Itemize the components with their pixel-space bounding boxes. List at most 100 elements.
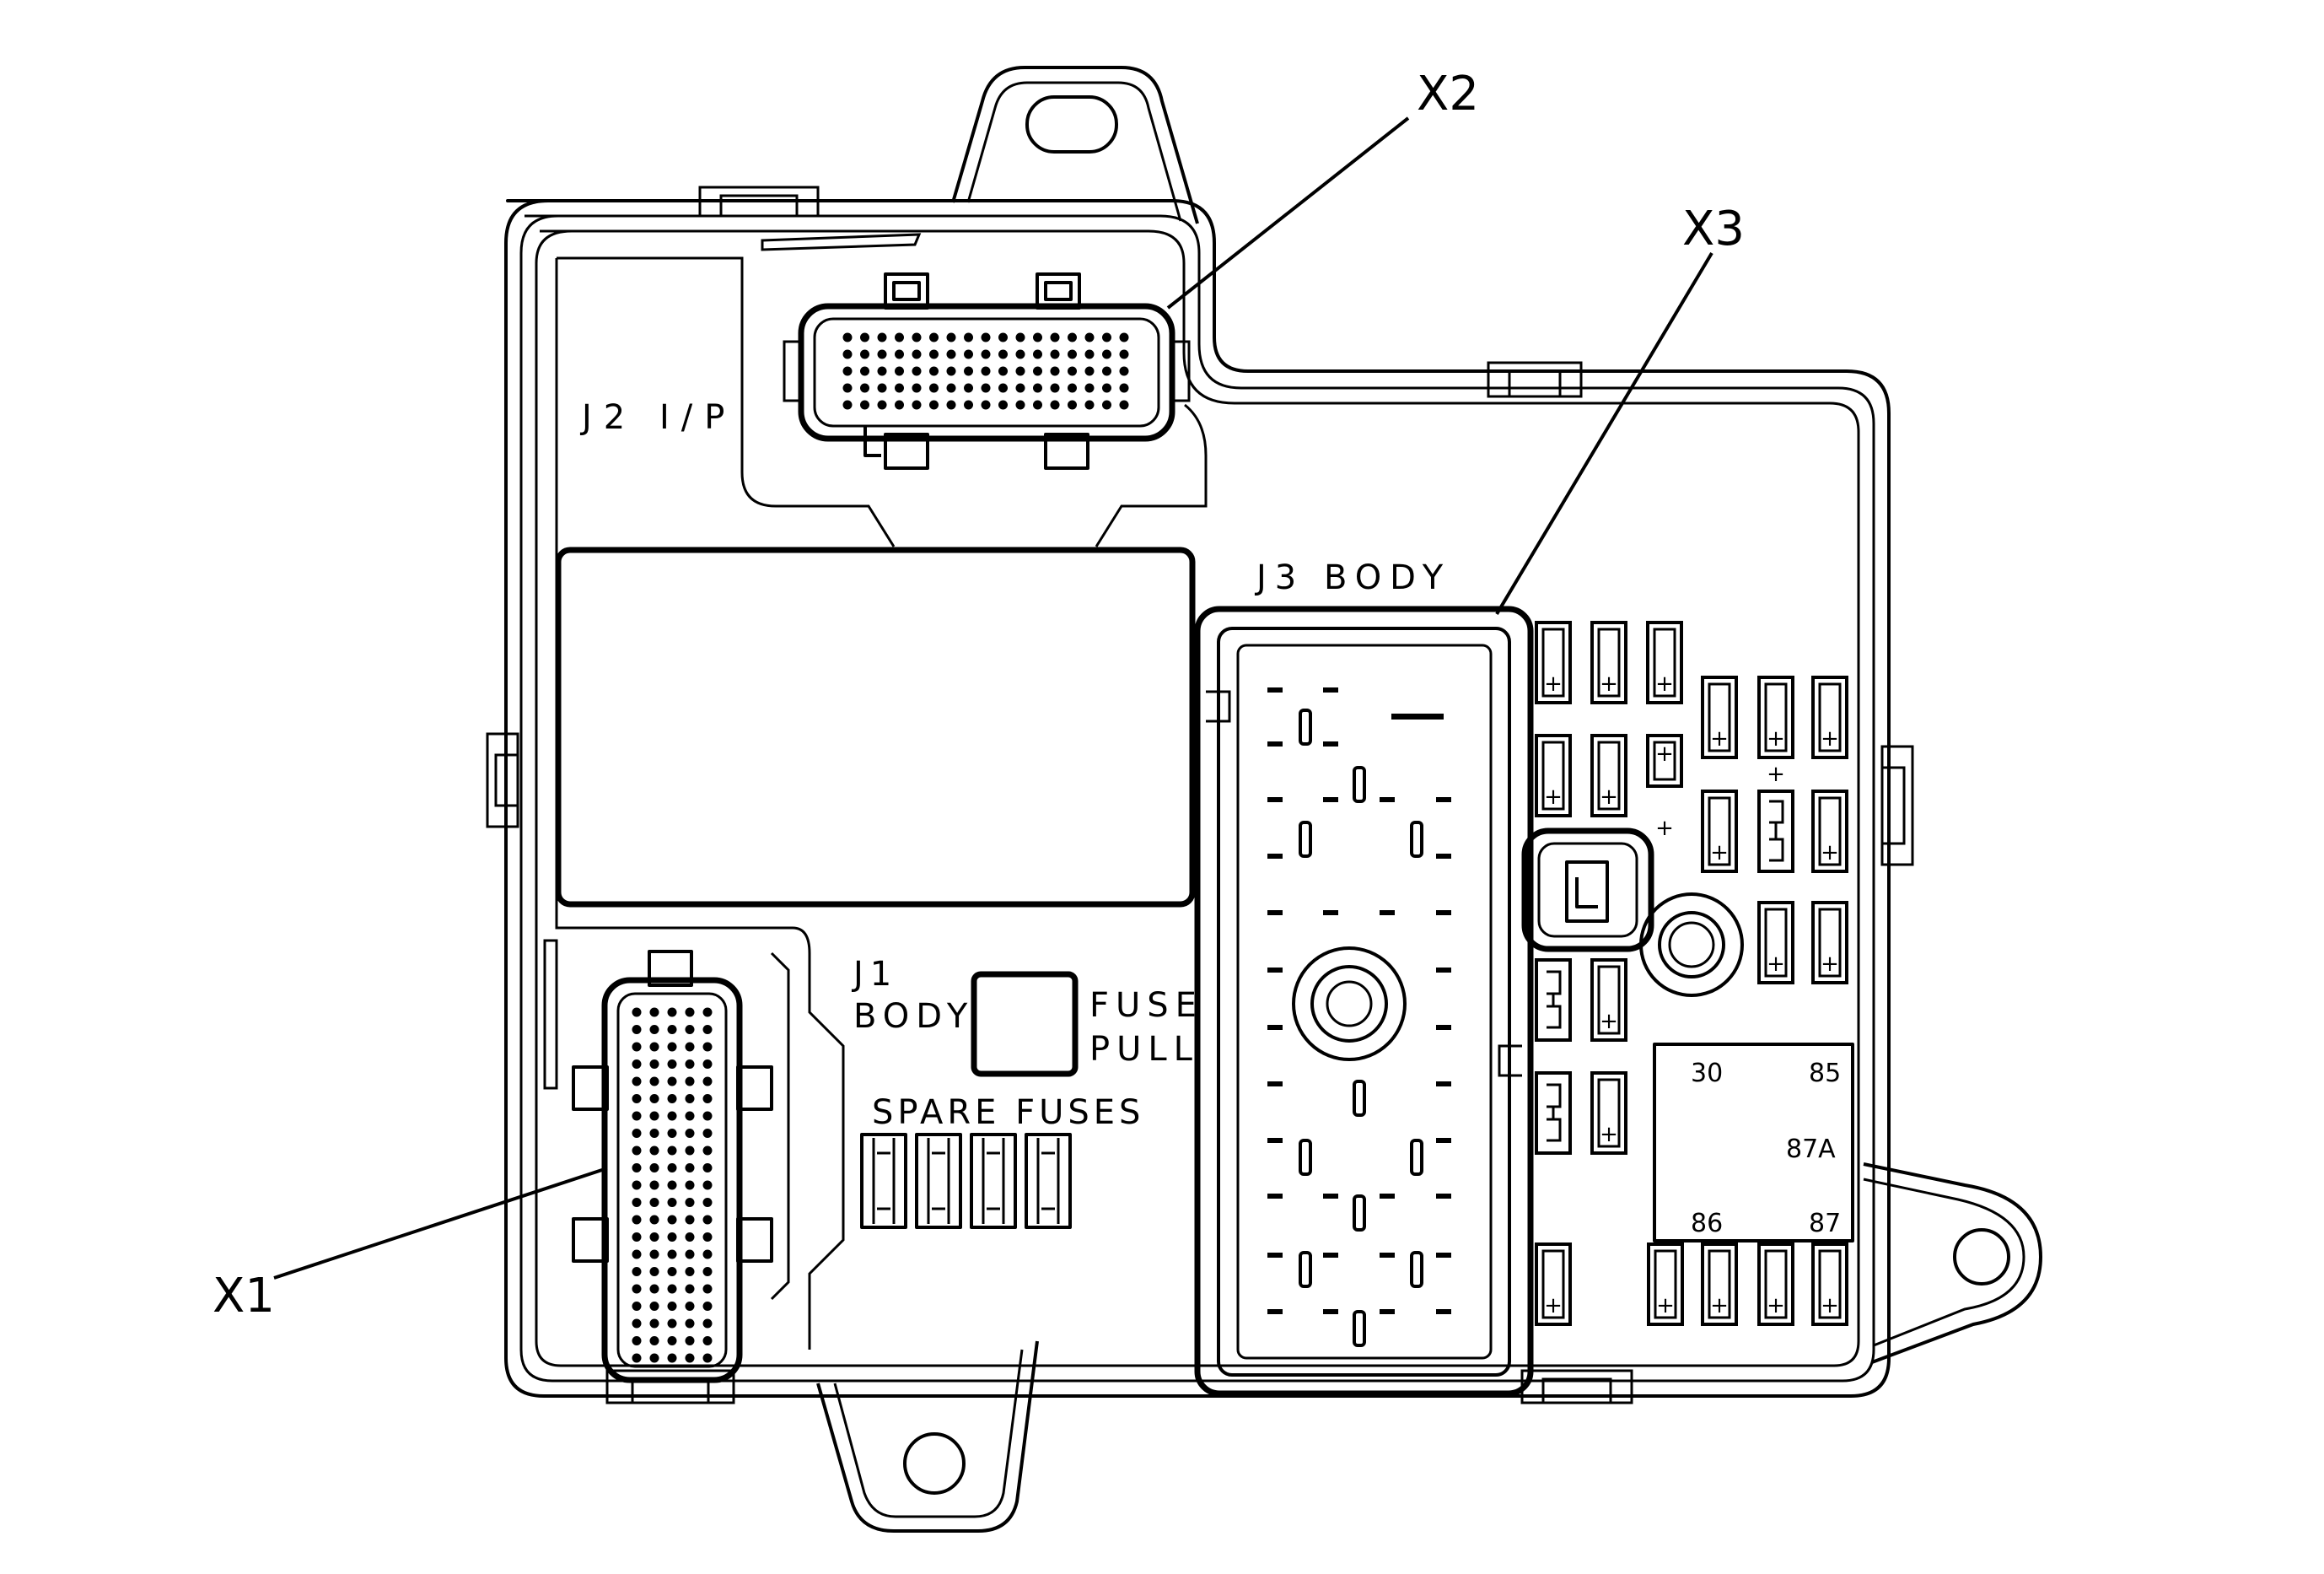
connector-j1-pin <box>632 1249 642 1259</box>
j3-label: J3 BODY <box>1254 558 1451 597</box>
connector-j1-pin <box>632 1059 642 1069</box>
fuse-polarity-mark: + <box>1767 951 1785 977</box>
mini-fuse-body <box>1818 796 1842 866</box>
connector-j3-slot <box>1353 1080 1366 1117</box>
connector-j2-pin <box>1068 366 1077 376</box>
connector-j2-pin <box>912 349 922 359</box>
connector-j3-cavity <box>1267 1081 1283 1086</box>
mounting-ear-top <box>951 66 1199 224</box>
mini-fuse-body <box>1653 741 1676 781</box>
connector-j1-pin <box>685 1076 695 1086</box>
connector-j1-pin <box>685 1145 695 1156</box>
connector-j2-pin <box>1119 349 1129 359</box>
connector-j1-pin <box>685 1353 695 1363</box>
connector-j1-pin <box>649 1353 659 1363</box>
connector-j1-pin <box>667 1232 677 1242</box>
mounting-ear-bottom <box>816 1340 1039 1533</box>
fuse-pull-box <box>971 971 1079 1077</box>
callout-x1-label: X1 <box>212 1269 275 1323</box>
connector-j2-pin <box>912 366 922 376</box>
connector-j3-slot <box>1410 1251 1423 1288</box>
connector-j1-pin <box>632 1284 642 1294</box>
connector-j2-pin <box>964 349 973 359</box>
mini-relay-contact <box>1547 970 1562 1029</box>
relay-terminal-86: 86 <box>1691 1209 1723 1238</box>
mini-fuse-body <box>1764 682 1788 752</box>
connector-j3-slot <box>1299 1139 1312 1176</box>
connector-j2-pin <box>1084 400 1095 410</box>
connector-j1-pin <box>649 1163 659 1172</box>
mini-fuse-body <box>1597 741 1621 811</box>
connector-j2-pin <box>912 383 922 393</box>
connector-j1-pin <box>667 1215 677 1225</box>
connector-j3-cavity <box>1323 741 1338 747</box>
connector-j3-cavity <box>1267 1025 1283 1030</box>
connector-j2-pin <box>1119 400 1129 410</box>
relay-terminal-87: 87 <box>1809 1209 1841 1238</box>
mini-fuse-body <box>1597 1078 1621 1148</box>
connector-j1-pin <box>702 1111 713 1121</box>
connector-j3-cavities <box>1267 687 1451 1347</box>
connector-j2-pin <box>1068 400 1077 410</box>
mini-fuse-body <box>1708 682 1731 752</box>
connector-j1-pin <box>632 1232 642 1242</box>
connector-j3-cavity <box>1380 1194 1395 1199</box>
connector-j2-pin <box>1015 332 1025 342</box>
connector-j1-pin <box>649 1336 659 1345</box>
connector-j2-pin <box>1050 383 1060 393</box>
connector-j3-cavity <box>1323 1309 1338 1314</box>
relay-box <box>1653 1043 1854 1242</box>
mini-fuse-body <box>1654 1249 1677 1319</box>
connector-j1-pin <box>702 1145 713 1156</box>
connector-j3-cavity <box>1267 968 1283 973</box>
connector-j1-pin <box>632 1042 642 1052</box>
relay-terminal-87a: 87A <box>1786 1135 1836 1164</box>
connector-j1-pin <box>667 1145 677 1156</box>
connector-j1-pin <box>632 1094 642 1103</box>
connector-j2-pin <box>981 383 991 393</box>
connector-j2-pin <box>981 366 991 376</box>
connector-j3-cavity <box>1267 1253 1283 1258</box>
fuse-polarity-mark: + <box>1655 671 1674 697</box>
connector-j1-pin <box>702 1353 713 1363</box>
connector-j1-pin <box>685 1249 695 1259</box>
stud-terminal <box>1639 892 1744 997</box>
fuse-polarity-mark: + <box>1767 726 1785 752</box>
mini-fuse-body <box>1541 628 1565 698</box>
connector-j1-pin <box>685 1267 695 1276</box>
connector-j2-pin <box>929 332 939 342</box>
connector-j3-cavity <box>1436 910 1451 915</box>
fuse-polarity-mark: + <box>1544 671 1563 697</box>
connector-j1-pin <box>649 1180 659 1190</box>
connector-j3-cavity <box>1267 741 1283 747</box>
fuse-array: ++++++++++++++++++++++ <box>1535 621 1848 1326</box>
fuse-polarity-mark: + <box>1600 671 1618 697</box>
connector-j3-cavity <box>1267 854 1283 859</box>
connector-j3-cavity <box>1436 1138 1451 1143</box>
fuse-polarity-mark: + <box>1710 840 1729 865</box>
connector-j2-pin <box>860 400 869 410</box>
connector-j2-pin <box>1033 400 1042 410</box>
connector-j3-cavity <box>1380 797 1395 802</box>
fuse-polarity-mark: + <box>1600 1122 1618 1147</box>
connector-j2-pin <box>1033 349 1042 359</box>
connector-j3-cavity <box>1267 797 1283 802</box>
connector-j3-slot <box>1410 821 1423 858</box>
fuse-polarity-mark: + <box>1767 1293 1785 1318</box>
connector-j3-cavity <box>1267 910 1283 915</box>
spare-fuse-slot <box>915 1133 962 1229</box>
mini-fuse-body <box>1541 741 1565 811</box>
connector-j3-cavity <box>1436 797 1451 802</box>
mini-fuse-body <box>1818 908 1842 978</box>
fuse-polarity-mark: + <box>1710 1293 1729 1318</box>
connector-j2-pin <box>1033 366 1042 376</box>
connector-j1-pin <box>685 1094 695 1103</box>
connector-j1-pin <box>649 1042 659 1052</box>
connector-j2-pin <box>1050 400 1060 410</box>
connector-j1-pin <box>632 1025 642 1034</box>
connector-j2-pin <box>946 349 956 359</box>
connector-j1-pin <box>702 1059 713 1069</box>
connector-j1-pin <box>702 1267 713 1276</box>
connector-j1-pin <box>702 1163 713 1172</box>
connector-j2-pin <box>842 349 853 359</box>
